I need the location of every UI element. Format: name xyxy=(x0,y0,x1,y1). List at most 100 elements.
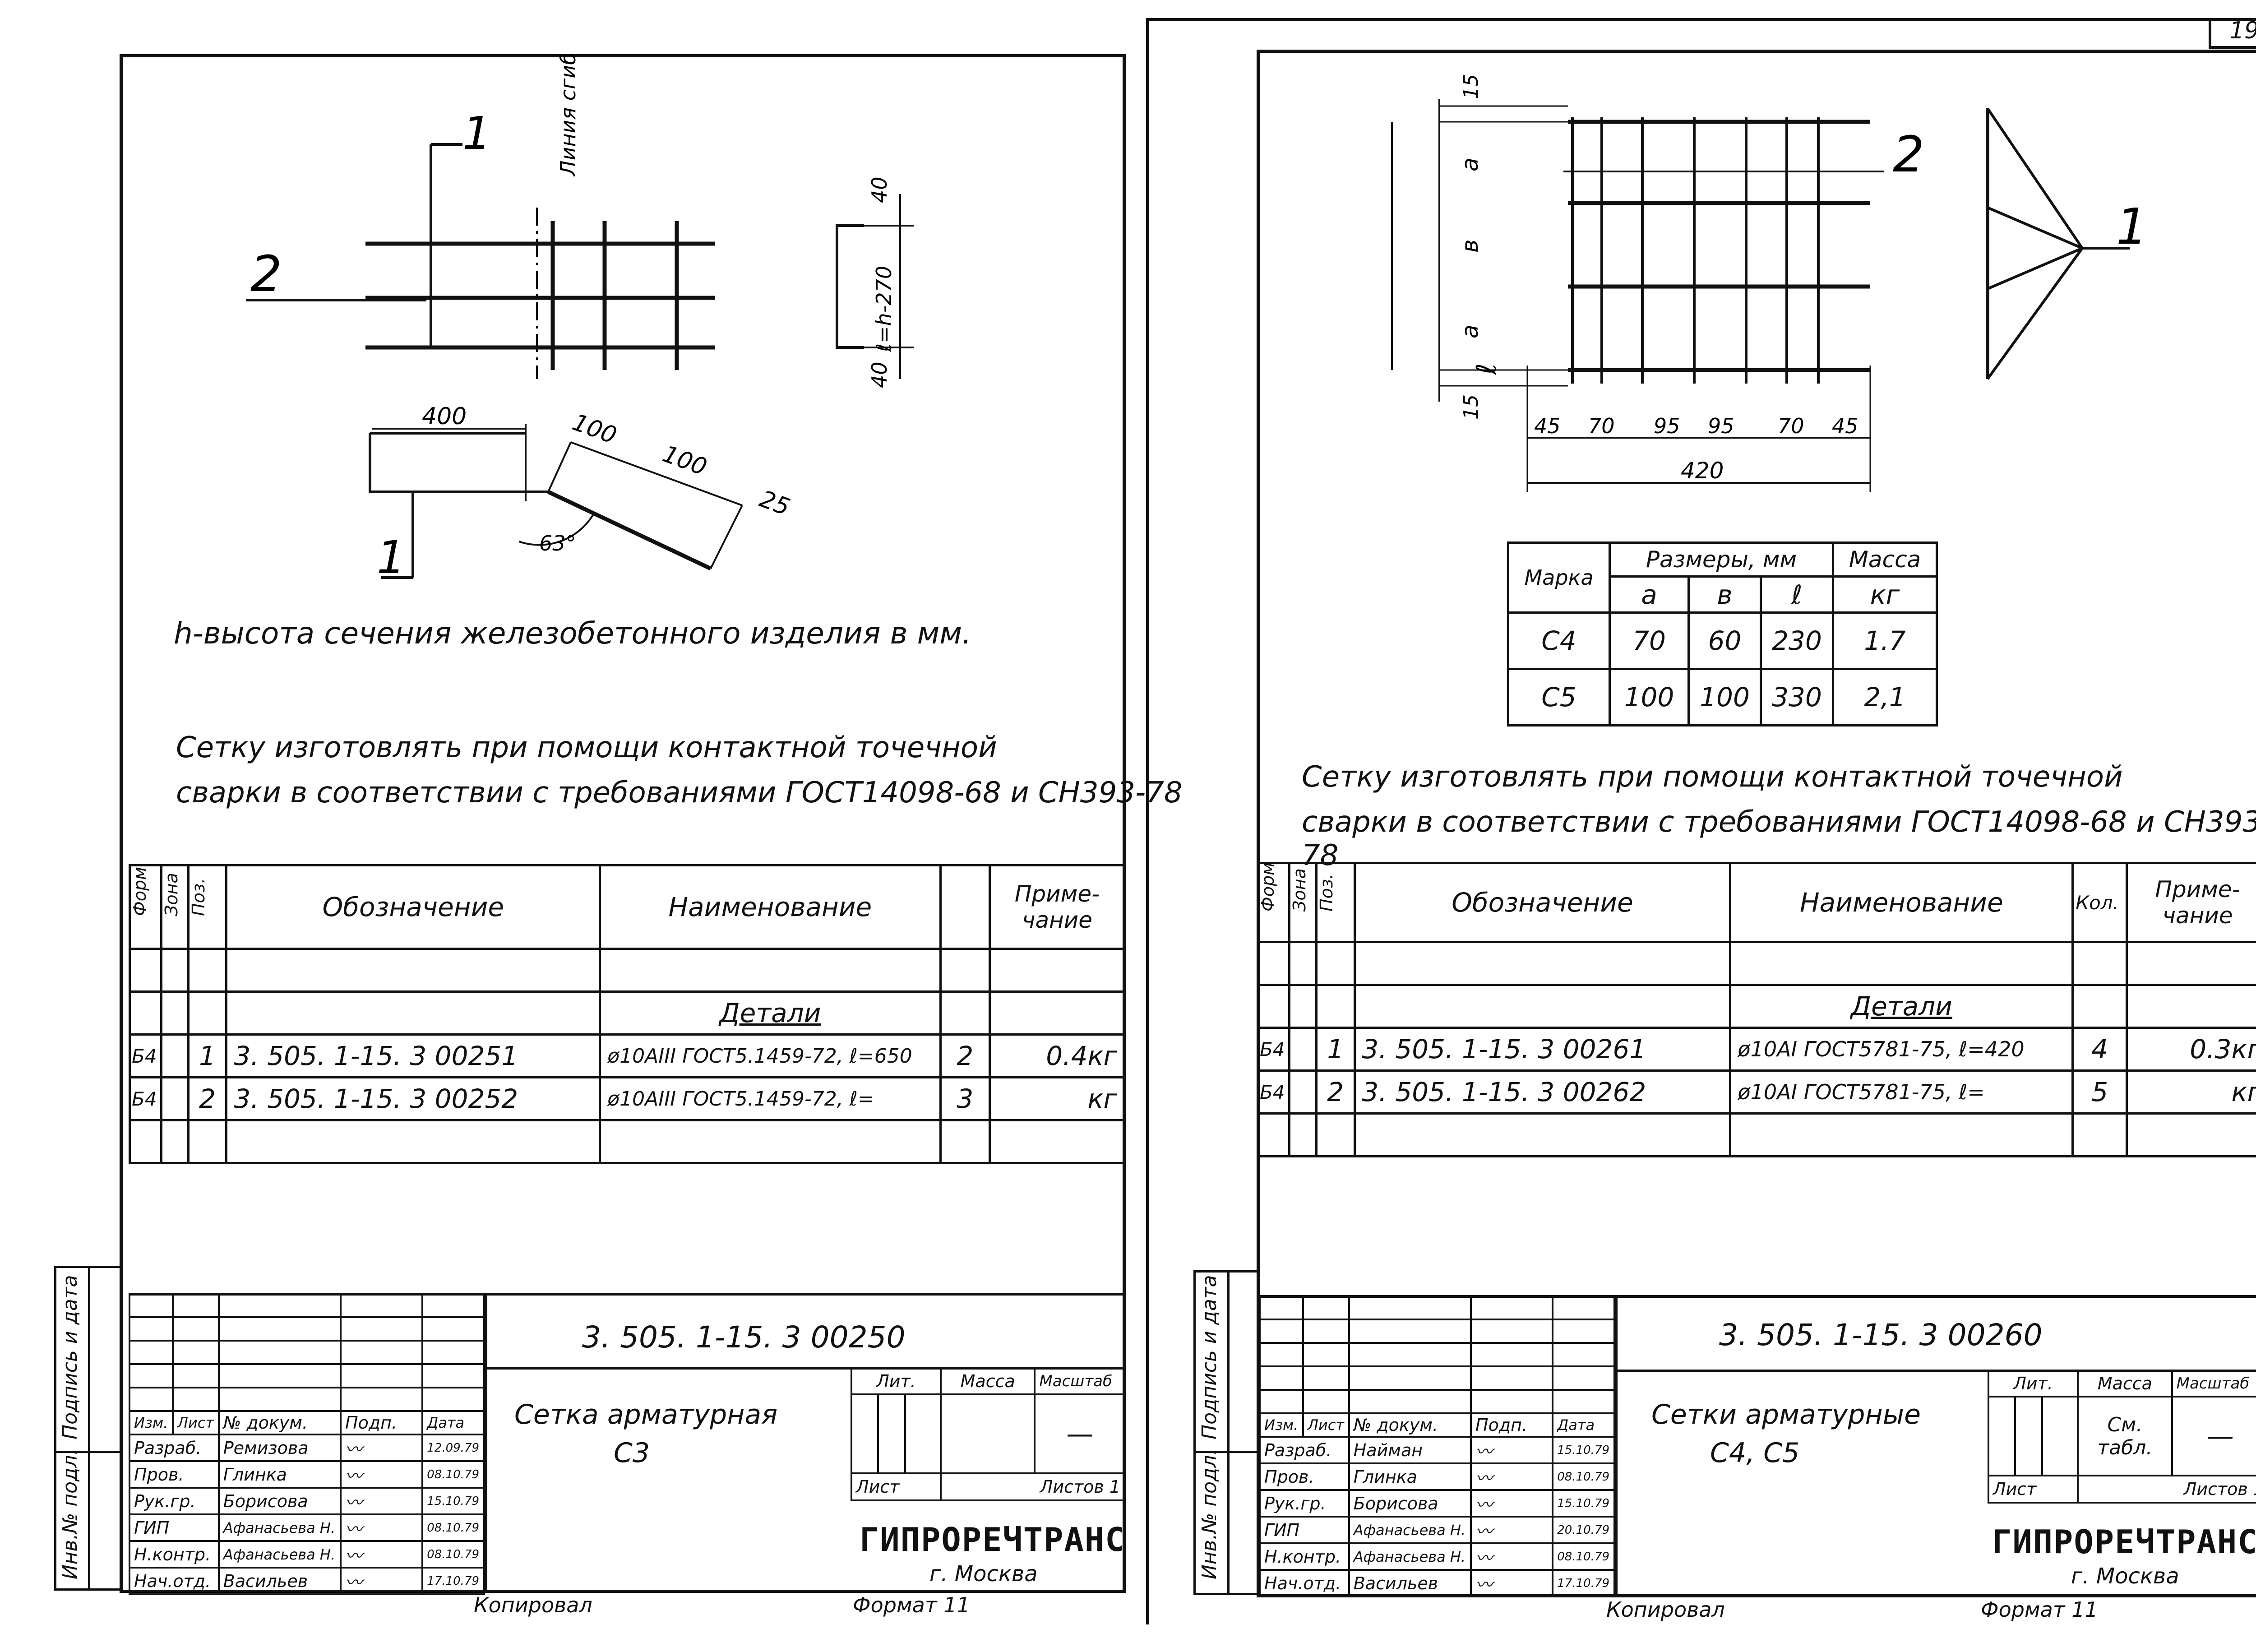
right-stamp-city: г. Москва xyxy=(2071,1564,2179,1589)
signature-icon: 〰 xyxy=(339,1434,424,1462)
right-spec-table: Формат Зона Поз. Обозначение Наименовани… xyxy=(1257,862,2256,1157)
svg-text:70: 70 xyxy=(1778,414,1804,438)
left-side-inv: Инв.№ подл. xyxy=(59,1448,82,1579)
left-note-weld-1: Сетку изготовлять при помощи контактной … xyxy=(176,731,997,764)
right-position-2: 2 xyxy=(1893,125,1924,183)
dim-100b: 100 xyxy=(659,440,711,481)
svg-text:95: 95 xyxy=(1654,414,1680,438)
left-stamp-city: г. Москва xyxy=(929,1561,1038,1587)
spec-h-zone: Зона xyxy=(1288,862,1318,943)
position-2-label: 2 xyxy=(250,245,282,303)
left-stamp-revisions: Изм.Лист № докум.Подп.Дата Разраб.Ремизо… xyxy=(129,1293,485,1595)
signature-icon: 〰 xyxy=(1470,1436,1554,1464)
signature-icon: 〰 xyxy=(339,1487,424,1515)
svg-text:в: в xyxy=(1457,240,1483,253)
left-stamp-code: 3. 505. 1-15. 3 00250 xyxy=(582,1320,906,1355)
spec-h-name: Наименование xyxy=(599,864,942,950)
right-copied: Копировал xyxy=(1606,1597,1725,1622)
left-stamp-title-2: С3 xyxy=(614,1437,650,1469)
right-side-signature: Подпись и дата xyxy=(1198,1275,1221,1439)
signature-icon: 〰 xyxy=(1470,1516,1554,1544)
left-side-signature: Подпись и дата xyxy=(59,1275,82,1439)
right-stamp-company: ГИПРОРЕЧТРАНС xyxy=(1992,1523,2256,1561)
right-stamp-code: 3. 505. 1-15. 3 00260 xyxy=(1719,1318,2043,1352)
left-drawing: Линия сгиба 1 1 2 400 100 100 25 63° 40 … xyxy=(246,54,914,584)
spec-h-qty: Кол. xyxy=(2071,862,2128,943)
page-top-rule xyxy=(1146,18,2256,21)
spec-h-format: Формат xyxy=(1257,862,1290,943)
spec-h-zone: Зона xyxy=(160,864,190,950)
left-spec-table: Формат Зона Поз. Обозначение Наименовани… xyxy=(129,864,1126,1164)
left-stamp-company: ГИПРОРЕЧТРАНС xyxy=(860,1521,1126,1559)
signature-icon: 〰 xyxy=(1470,1489,1554,1518)
left-title-block xyxy=(129,1293,1126,1593)
right-note-weld-1: Сетку изготовлять при помощи контактной … xyxy=(1302,760,2123,794)
spec-section: Детали xyxy=(1729,984,2074,1029)
svg-text:70: 70 xyxy=(1588,414,1615,438)
signature-icon: 〰 xyxy=(1470,1569,1554,1597)
right-stamp-title-1: Сетки арматурные xyxy=(1651,1399,1921,1430)
spec-h-designation: Обозначение xyxy=(1353,862,1732,943)
dim-400: 400 xyxy=(422,403,467,430)
spec-h-pos: Поз. xyxy=(187,864,228,950)
signature-icon: 〰 xyxy=(1470,1462,1554,1491)
size-table: Марка Размеры, мм Масса a в ℓ кг С4 70 6… xyxy=(1507,541,1938,727)
left-stamp-title-1: Сетка арматурная xyxy=(514,1399,778,1430)
right-stamp-revisions: Изм.Лист № докум.Подп.Дата Разраб.Найман… xyxy=(1259,1295,1615,1597)
left-copied: Копировал xyxy=(474,1593,592,1617)
spec-section: Детали xyxy=(599,990,942,1036)
dim-40-bottom: 40 xyxy=(867,361,892,388)
svg-text:45: 45 xyxy=(1534,414,1561,438)
right-side-strip xyxy=(1193,1270,1259,1595)
right-stamp-title-2: С4, С5 xyxy=(1710,1437,1800,1469)
spec-h-note: Приме-чание xyxy=(989,864,1126,950)
signature-icon: 〰 xyxy=(339,1513,424,1542)
spec-h-pos: Поз. xyxy=(1315,862,1356,943)
dim-25: 25 xyxy=(756,486,794,521)
page-number: 19 xyxy=(2229,17,2256,44)
svg-text:a: a xyxy=(1457,324,1483,338)
svg-text:15: 15 xyxy=(1460,74,1483,99)
page-number-box: 19 xyxy=(2209,17,2256,49)
left-format: Формат 11 xyxy=(853,1593,970,1617)
signature-icon: 〰 xyxy=(339,1567,424,1595)
signature-icon: 〰 xyxy=(1470,1542,1554,1571)
spec-h-format: Формат xyxy=(129,864,162,950)
bend-line-label: Линия сгиба xyxy=(556,54,580,177)
angle-63: 63° xyxy=(539,531,576,555)
svg-text:a: a xyxy=(1457,157,1483,171)
table-row: С4 70 60 230 1.7 xyxy=(1507,611,1938,670)
right-position-1: 1 xyxy=(2116,198,2148,255)
right-drawing: 2 1 ℓ 15 a в a 15 45 70 95 95 70 45 420 xyxy=(1391,74,2148,492)
table-row: С5 100 100 330 2,1 xyxy=(1507,668,1938,727)
signature-icon: 〰 xyxy=(339,1460,424,1489)
svg-text:95: 95 xyxy=(1708,414,1734,438)
left-note-weld-2: сварки в соответствии с требованиями ГОС… xyxy=(176,776,1183,810)
dim-40-top: 40 xyxy=(867,176,892,203)
spec-h-qty xyxy=(939,864,991,950)
page-divider xyxy=(1146,18,1149,1624)
svg-text:15: 15 xyxy=(1460,394,1483,420)
dim-l: ℓ=h-270 xyxy=(872,266,896,352)
right-side-inv: Инв.№ подл. xyxy=(1198,1448,1221,1579)
section-1-bottom: 1 xyxy=(377,531,406,584)
signature-icon: 〰 xyxy=(339,1540,424,1569)
dim-l-right: ℓ xyxy=(1471,363,1502,375)
section-1-top: 1 xyxy=(462,107,491,160)
left-note-h: h-высота сечения железобетонного изделия… xyxy=(174,616,972,651)
right-title-block xyxy=(1259,1295,2256,1595)
svg-text:45: 45 xyxy=(1832,414,1858,438)
spec-h-designation: Обозначение xyxy=(225,864,601,950)
spec-h-note: Приме-чание xyxy=(2126,862,2256,943)
dim-420: 420 xyxy=(1681,458,1724,484)
spec-h-name: Наименование xyxy=(1729,862,2074,943)
right-format: Формат 11 xyxy=(1981,1597,2098,1622)
right-sheet-frame xyxy=(1257,50,2256,1597)
left-sheet-frame xyxy=(120,54,1126,1593)
